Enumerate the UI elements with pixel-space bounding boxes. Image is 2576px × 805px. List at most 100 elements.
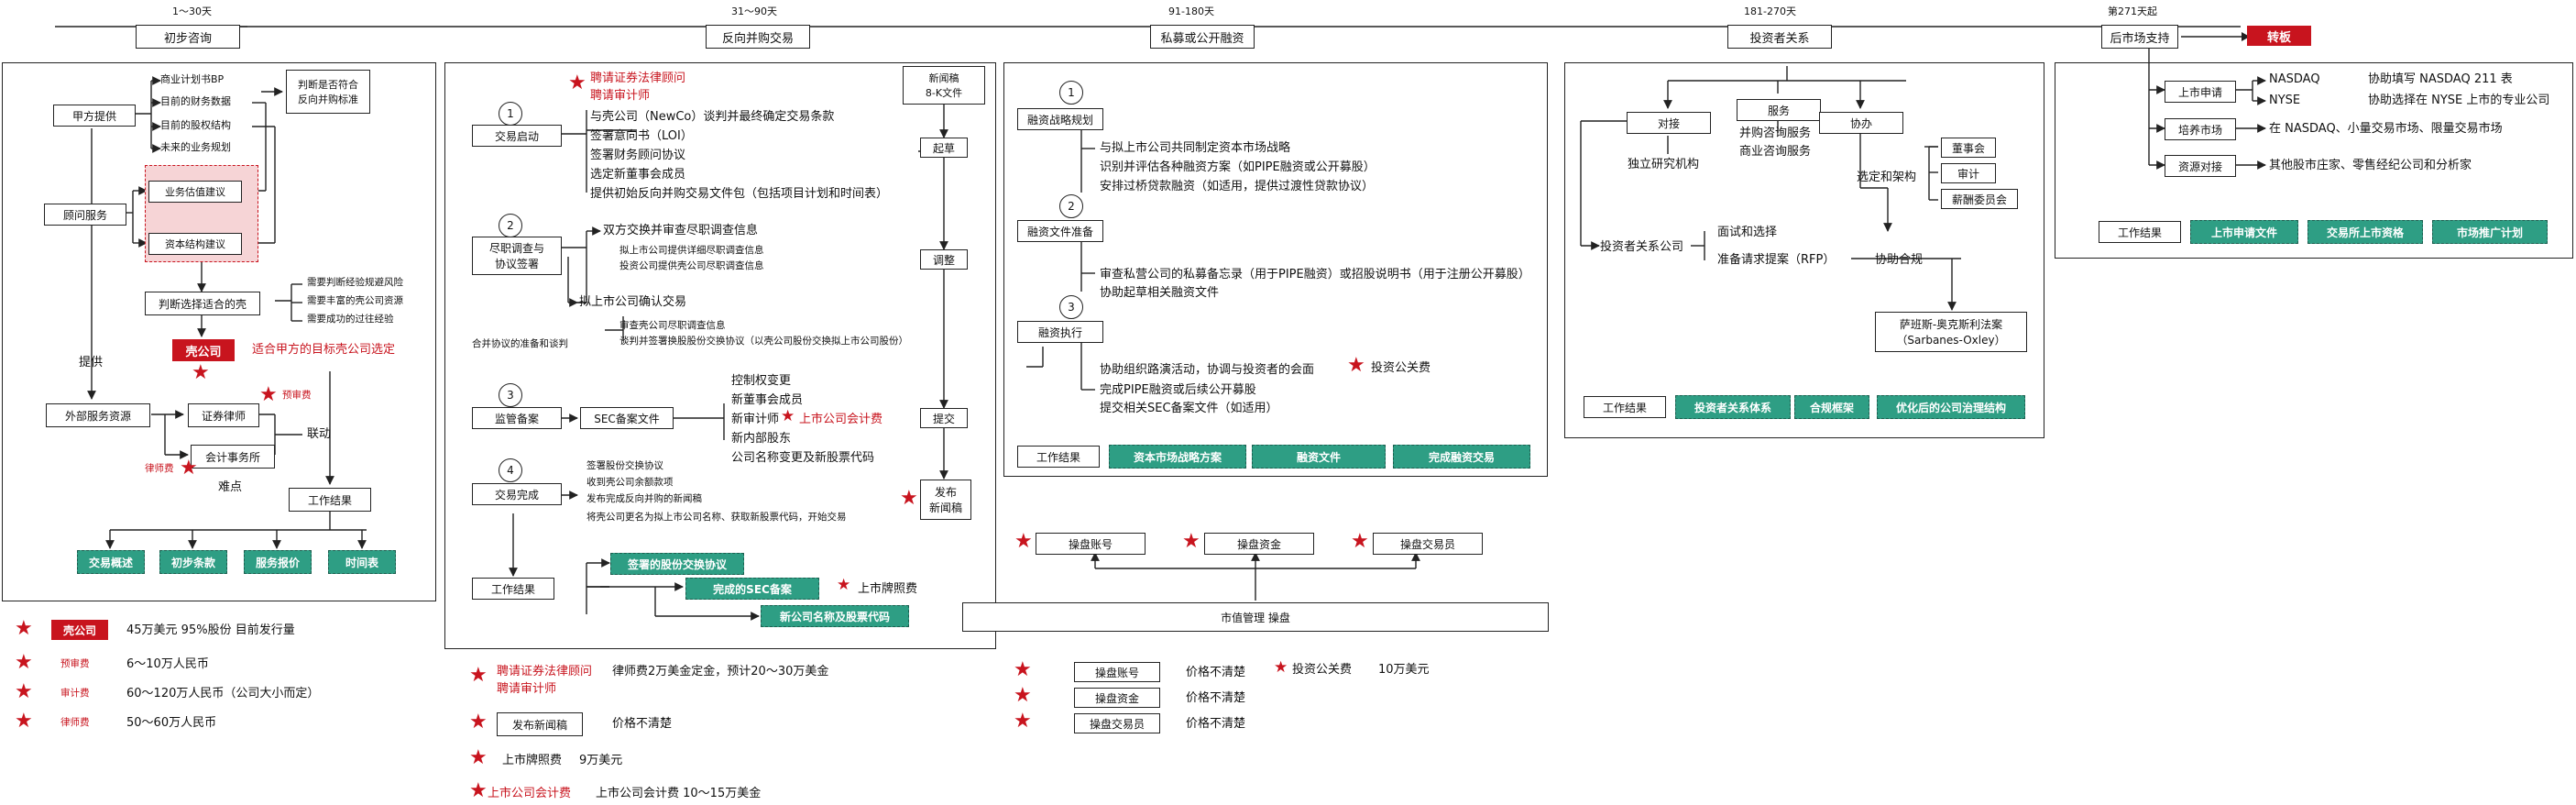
ir-firm-item-1: 面试和选择 [1717,226,1778,239]
step-3-regulatory: 监管备案 [472,407,562,429]
sarbanes-oxley: 萨班斯-奥克斯利法案 （Sarbanes-Oxley） [1875,312,2027,352]
s2-result-2: 完成的SEC备案 [685,578,819,600]
legend3-star-1-icon: ★ [1014,658,1032,681]
s3-results: 工作结果 [1017,446,1100,468]
flow-submit: 提交 [920,408,968,428]
ir-compliance: 协助合规 [1875,253,1924,267]
section-initial-consulting [2,62,436,601]
securities-lawyer: 证券律师 [188,403,259,427]
step2-a-sub-2: 投资公司提供壳公司尽职调查信息 [619,260,764,271]
phase-uplisting: 转板 [2247,26,2311,46]
legend3-text-1: 价格不清楚 [1186,666,1246,679]
legend1-tag-2: 预审费 [60,658,90,669]
capital-structure-advice: 资本结构建议 [148,233,242,255]
phase-reverse-merger: 反向并购交易 [706,25,810,49]
external-resources: 外部服务资源 [46,403,150,427]
step2-c-left: 合并协议的准备和谈判 [472,338,568,349]
legend1-star-4-icon: ★ [15,710,33,733]
step3-item-3: 新审计师 [731,413,780,426]
step-4-closing: 交易完成 [472,483,562,505]
legend2-license: 上市牌照费 [502,754,563,767]
resource-docking: 资源对接 [2165,155,2236,177]
legend3-star-2-icon: ★ [1014,684,1032,707]
section-financing [1003,62,1548,477]
board-directors: 董事会 [1941,138,1996,158]
legend3-tag-3: 操盘交易员 [1074,713,1160,733]
legend2-star-4-icon: ★ [469,779,488,802]
bp-item-3: 目前的股权结构 [160,119,231,131]
step1-item-5: 提供初始反向并购交易文件包（包括项目计划和时间表） [590,187,889,201]
step-2-due-diligence: 尽职调查与 协议签署 [472,237,562,275]
legend3-text-3: 价格不清楚 [1186,717,1246,731]
publish-star-icon: ★ [900,487,918,510]
bp-item-2: 目前的财务数据 [160,95,231,107]
step1-item-3: 签署财务顾问协议 [590,149,686,162]
fin-step-1: 融资战略规划 [1017,108,1103,130]
legend2-star-2-icon: ★ [469,711,488,733]
legend3-tag-1: 操盘账号 [1074,662,1160,682]
s4-result-1: 投资者关系体系 [1675,395,1791,419]
need-3: 需要成功的过往经验 [307,314,394,325]
step4-item-1: 签署股份交换协议 [586,460,663,471]
legend1-tag-4: 律师费 [60,717,90,728]
judge-standard: 判断是否符合 反向并购标准 [286,70,370,114]
license-star-icon: ★ [837,576,851,594]
legend2-auditor: 上市公司会计费 [488,787,572,800]
legend3-tag-2: 操盘资金 [1074,688,1160,708]
legend2-hire-1: 聘请证券法律顾问 [497,665,593,678]
s5-result-3: 市场推广计划 [2432,220,2548,244]
hire-star-icon: ★ [568,72,586,94]
legend1-tag-1: 壳公司 [51,620,108,640]
board-audit: 审计 [1941,163,1996,183]
step1-item-2: 签署意向书（LOI） [590,129,693,143]
provide-label: 提供 [79,356,104,369]
fin-step1-item-2: 识别并评估各种融资方案（如PIPE融资或公开募股） [1100,160,1376,174]
step2-c-sub-2: 谈判并签署换股股份交换协议（以壳公司股份交换拟上市公司股份） [619,336,908,347]
days-label-1: 1～30天 [172,6,212,17]
days-label-3: 91-180天 [1168,6,1214,17]
legend2-license-text: 9万美元 [579,754,623,767]
phase-investor-relations: 投资者关系 [1727,25,1832,49]
s2-result-3: 新公司名称及股票代码 [761,605,909,627]
legend1-star-3-icon: ★ [15,680,33,703]
step4-item-4: 将壳公司更名为拟上市公司名称、获取新股票代码，开始交易 [586,512,847,523]
fin-step3-item-1: 协助组织路演活动，协调与投资者的会面 [1100,363,1315,377]
legend1-text-4: 50～60万人民币 [126,716,217,730]
pre-audit-star-icon: ★ [259,383,278,406]
s5-result-1: 上市申请文件 [2190,220,2298,244]
bp-item-4: 未来的业务规划 [160,141,231,153]
need-1: 需要判断经验规避风险 [307,277,403,288]
listing-application: 上市申请 [2165,81,2236,103]
days-label-4: 181-270天 [1744,6,1796,17]
flow-draft: 起草 [920,138,968,158]
listing-nasdaq: NASDAQ [2269,72,2320,86]
trade-account-star-icon: ★ [1014,530,1033,553]
step2-a-sub-1: 拟上市公司提供详细尽职调查信息 [619,245,764,256]
ir-dock-sub: 独立研究机构 [1628,158,1700,171]
legend2-hire-text: 律师费2万美金定金，预计20～30万美金 [612,665,829,678]
cultivate-market: 培养市场 [2165,118,2236,140]
legend2-press: 发布新闻稿 [497,712,583,736]
s1-result-3: 服务报价 [244,550,312,574]
s4-results: 工作结果 [1584,396,1666,418]
legend1-text-1: 45万美元 95%股份 目前发行量 [126,623,295,637]
section-investor-relations [1564,62,2044,438]
s1-result-4: 时间表 [328,550,396,574]
step1-item-4: 选定新董事会成员 [590,168,686,182]
legend1-text-2: 6～10万人民币 [126,657,209,671]
fin-step-3: 融资执行 [1017,321,1103,343]
trader: 操盘交易员 [1373,533,1483,555]
listed-auditor-star-icon: ★ [781,407,795,425]
phase-financing: 私募或公开融资 [1150,25,1255,49]
listing-nasdaq-text: 协助填写 NASDAQ 211 表 [2368,72,2513,86]
trade-funds-star-icon: ★ [1182,530,1200,553]
s1-result-2: 初步条款 [159,550,227,574]
step-2-badge: 2 [499,214,522,237]
fin-step-2-badge: 2 [1059,194,1083,218]
fin-step-2: 融资文件准备 [1017,220,1103,242]
ir-fee: 投资公关费 [1371,361,1431,375]
fin-step2-item-1: 审查私营公司的私募备忘录（用于PIPE融资）或招股说明书（用于注册公开募股） [1100,268,1530,281]
resources-text: 其他股市庄家、零售经纪公司和分析家 [2269,159,2472,172]
fin-step-3-badge: 3 [1059,295,1083,319]
s3-result-1: 资本市场战略方案 [1109,445,1246,469]
